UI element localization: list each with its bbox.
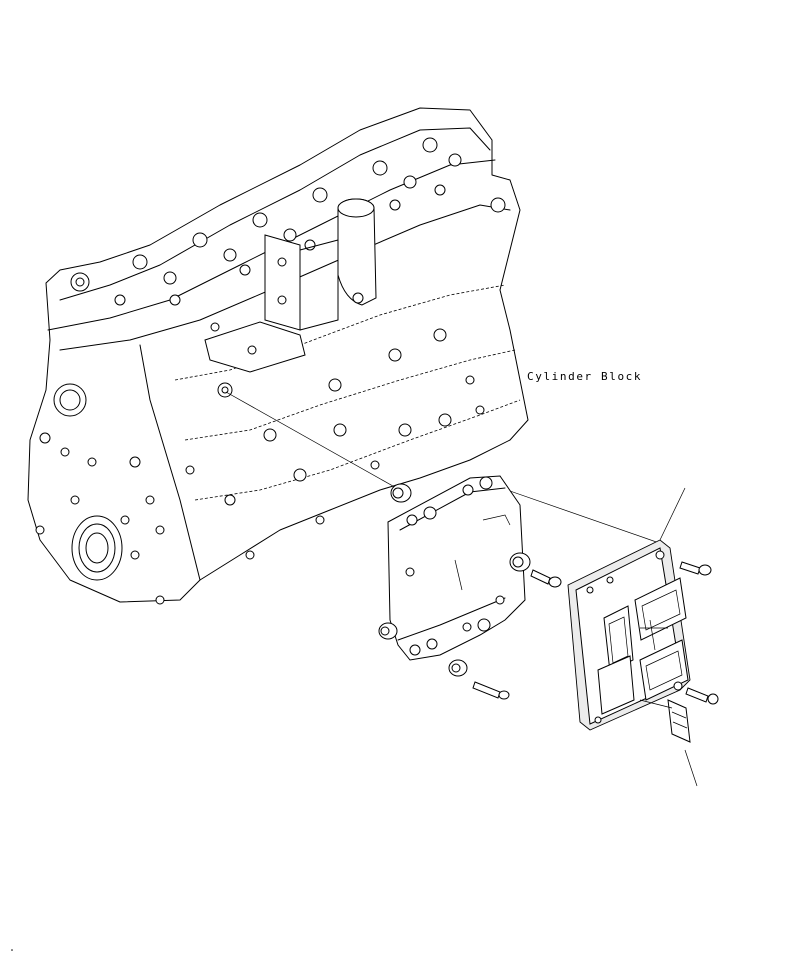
side-rib-line-2	[184, 349, 516, 441]
leader-block-to-washer	[225, 391, 401, 491]
ecm-bolt-upper	[679, 561, 712, 576]
connector-upper	[634, 577, 687, 641]
block-outline	[27, 107, 529, 603]
lower-isolator-2	[448, 659, 468, 677]
callout-leader-bottom	[684, 749, 698, 787]
ecm-bolt-lower	[685, 687, 719, 705]
head-top-edge	[59, 127, 491, 301]
side-bosses	[145, 328, 485, 560]
lower-isolator	[378, 622, 398, 640]
callout-leader-top	[659, 487, 686, 541]
cylinder-block-label: Cylinder Block	[527, 370, 643, 383]
intake-elbow	[264, 198, 377, 331]
block-deck-line	[59, 204, 511, 351]
lower-bolt	[472, 681, 510, 700]
ecm-module	[567, 539, 691, 731]
head-bolt-bosses	[70, 137, 506, 306]
front-cover	[35, 383, 165, 605]
connector-middle	[603, 605, 634, 673]
upper-isolator	[509, 552, 531, 572]
side-rib-line	[174, 284, 506, 381]
mounting-bracket	[387, 475, 526, 661]
side-rib-line-3	[194, 399, 521, 501]
leader-bracket-to-ecm	[486, 482, 666, 546]
stray-mark	[11, 949, 13, 951]
isolator-washer	[390, 483, 412, 503]
engine-block	[27, 107, 529, 605]
ecm-cover-block	[597, 655, 635, 715]
upper-bolt	[530, 569, 562, 588]
front-face-edge	[139, 344, 201, 581]
ecm-tag-plate	[667, 699, 691, 743]
